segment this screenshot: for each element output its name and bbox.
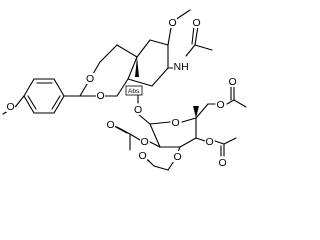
bond [179,137,197,148]
oxygen-atom: O [169,17,177,29]
oxygen-atom: O [86,73,94,85]
bond [151,67,169,87]
bond [181,117,197,123]
bond [226,99,235,105]
atom-label-layer: O O O O NH O Abs O O O O O O O O O O [6,17,237,169]
oxygen-atom: O [193,17,201,29]
bond [127,56,138,80]
bond [194,25,199,46]
bond [129,133,141,141]
bond [233,99,247,108]
oxygen-atom: O [219,157,227,169]
oxygen-atom: O [107,119,115,131]
stereo-abs-box [125,85,143,96]
bond [127,78,153,87]
bond [194,44,213,51]
bond [223,137,237,145]
bond [99,44,118,63]
wedge-bond [135,57,139,77]
molecule-structure-diagram: O O O O NH O Abs O O O O O O O O O O [2,9,247,171]
oxygen-atom: O [174,151,182,163]
oxygen-atom: O [217,99,225,111]
bond [116,78,129,97]
bond [53,78,65,97]
bond [195,103,209,119]
wedge-bond [193,106,199,118]
bond [113,125,128,134]
bond [27,95,37,110]
bond [137,113,151,125]
oxygen-atom: O [97,90,105,102]
oxygen-atom: O [172,117,180,129]
oxygen-atom: O [139,150,147,162]
bond [23,78,35,97]
oxygen-atom: O [229,76,237,88]
stereo-abs-label: Abs [128,88,140,95]
bond [116,44,138,58]
bond [15,95,25,107]
bond [149,121,171,125]
bond [167,160,175,171]
bond [195,137,206,142]
bond [191,25,195,45]
wedge-layer [135,57,199,118]
nh-group: NH [174,61,189,73]
bond [23,95,35,114]
bond [153,165,169,171]
oxygen-atom: O [7,101,15,113]
bond [51,95,61,110]
bond [149,39,169,46]
bond [149,123,161,148]
bond [214,140,225,145]
oxygen-atom: O [206,136,214,148]
bond [149,141,161,148]
oxygen-atom: O [134,104,142,116]
bond-layer [2,9,247,171]
bond [53,95,65,114]
bond [136,39,151,58]
oxygen-atom: O [141,136,149,148]
bond [185,44,196,57]
